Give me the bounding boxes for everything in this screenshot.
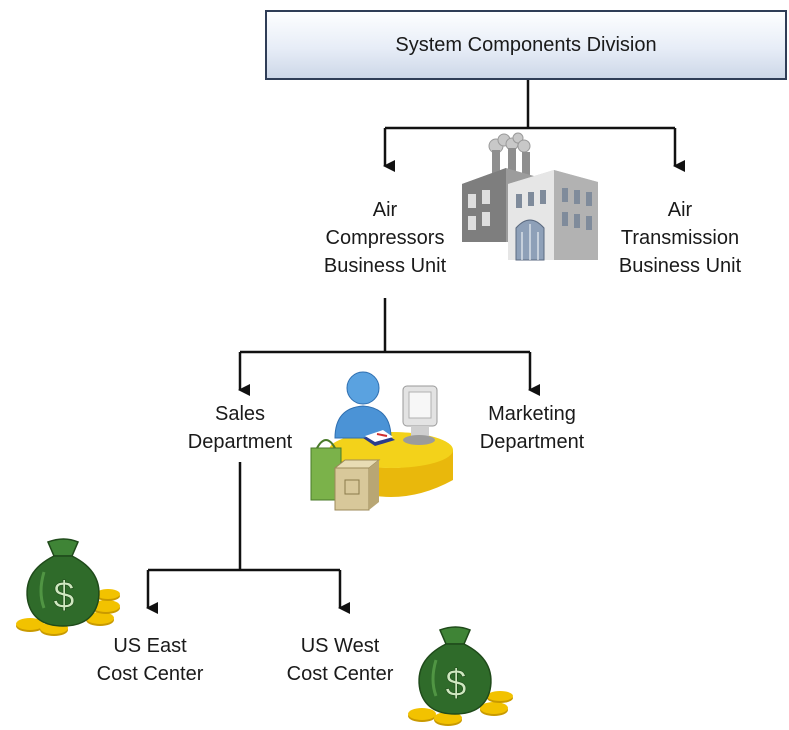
money-bag-icon: $ <box>408 626 513 726</box>
node-air-compressors-business-unit: Air Compressors Business Unit <box>323 199 447 277</box>
factory-icon <box>462 132 598 261</box>
coin-stack-icon <box>408 691 513 726</box>
node-air-transmission-business-unit: Air Transmission Business Unit <box>618 199 742 277</box>
money-bag-icon: $ <box>16 538 120 636</box>
root-node-system-components-division: System Components Division <box>265 10 787 80</box>
dollar-sign: $ <box>53 575 74 617</box>
division-connector <box>383 80 685 172</box>
node-us-west-cost-center: US West Cost Center <box>286 635 394 685</box>
coin-stack-icon <box>16 589 120 636</box>
node-sales-department: Sales Department <box>187 403 293 453</box>
node-marketing-department: Marketing Department <box>479 403 585 453</box>
dollar-sign: $ <box>445 663 466 705</box>
business-unit-connector <box>238 298 540 396</box>
department-connector <box>146 462 350 614</box>
office-worker-icon <box>310 371 453 511</box>
root-node-label: System Components Division <box>395 33 657 56</box>
node-us-east-cost-center: US East Cost Center <box>96 635 204 685</box>
